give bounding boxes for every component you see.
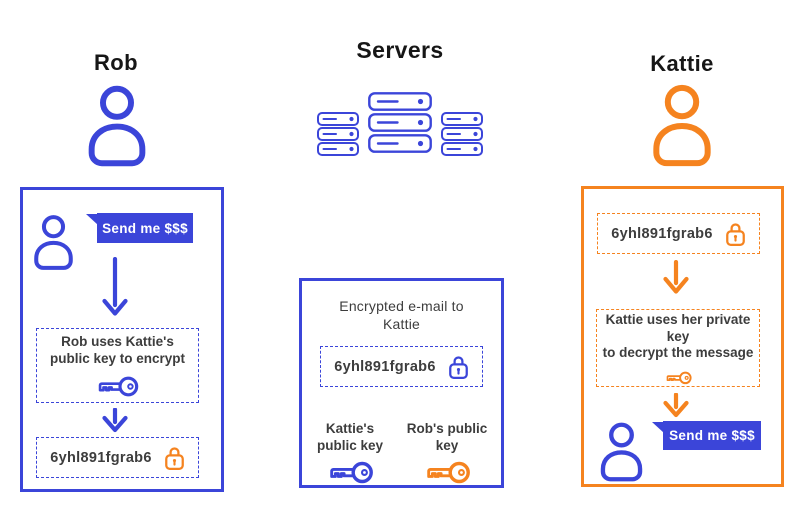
step-line: to decrypt the message: [602, 345, 754, 361]
rob-title: Rob: [94, 50, 138, 75]
rob-public-key: Rob's public key: [402, 421, 492, 486]
rob-message-bubble: Send me $$$: [86, 213, 193, 243]
kattie-message-bubble: Send me $$$: [652, 421, 761, 450]
key-icon: [423, 459, 472, 486]
mail-panel: Encrypted e-mail to Kattie 6yhl891fgrab6…: [299, 278, 504, 488]
step-line: Rob uses Kattie's: [61, 333, 174, 349]
kattie-small-person-icon: [596, 422, 647, 482]
mail-title-line: Encrypted e-mail to: [339, 298, 464, 314]
cipher-text: 6yhl891fgrab6: [50, 449, 152, 466]
step-line: public key to encrypt: [49, 350, 186, 366]
key-label: Kattie's public key: [316, 421, 384, 453]
mail-cipher-box: 6yhl891fgrab6: [320, 346, 483, 387]
server-icon: [317, 127, 359, 141]
padlock-icon: [164, 445, 185, 471]
key-icon: [656, 370, 701, 386]
decrypt-step-box: Kattie uses her private key to decrypt t…: [596, 309, 760, 387]
servers-icon: [317, 92, 483, 158]
cipher-text: 6yhl891fgrab6: [611, 225, 713, 242]
padlock-icon: [448, 354, 469, 380]
server-icon: [368, 134, 432, 153]
key-label: Rob's public key: [406, 421, 488, 453]
kattie-panel: 6yhl891fgrab6 Kattie uses her private ke…: [581, 186, 784, 487]
server-icon: [317, 142, 359, 156]
rob-small-person-icon: [30, 213, 77, 272]
arrow-down-icon: [102, 408, 128, 433]
cipher-text: 6yhl891fgrab6: [334, 358, 436, 375]
encrypt-step-text: Rob uses Kattie's public key to encrypt: [50, 334, 185, 367]
mail-title-line: Kattie: [383, 316, 420, 333]
arrow-down-icon: [663, 393, 689, 418]
servers-title: Servers: [356, 37, 444, 63]
server-icon: [368, 92, 432, 111]
kattie-cipher-box: 6yhl891fgrab6: [597, 213, 760, 254]
key-icon: [95, 374, 140, 399]
rob-person-icon: [82, 85, 152, 167]
server-icon: [317, 112, 359, 126]
server-icon: [441, 142, 483, 156]
key-icon: [326, 459, 375, 486]
arrow-down-icon: [102, 257, 128, 317]
step-line: Kattie uses her private key: [605, 312, 751, 344]
server-icon: [441, 127, 483, 141]
server-icon: [368, 113, 432, 132]
encrypt-step-box: Rob uses Kattie's public key to encrypt: [36, 328, 199, 403]
server-icon: [441, 112, 483, 126]
padlock-icon: [725, 221, 746, 247]
rob-panel: Send me $$$ Rob uses Kattie's public key…: [20, 187, 224, 492]
decrypt-step-text: Kattie uses her private key to decrypt t…: [597, 312, 759, 362]
mail-title: Encrypted e-mail to Kattie: [302, 297, 501, 333]
rob-cipher-box: 6yhl891fgrab6: [36, 437, 199, 478]
kattie-person-icon: [647, 84, 717, 167]
arrow-down-icon: [663, 260, 689, 295]
kattie-title: Kattie: [650, 51, 714, 76]
kattie-public-key: Kattie's public key: [305, 421, 395, 486]
